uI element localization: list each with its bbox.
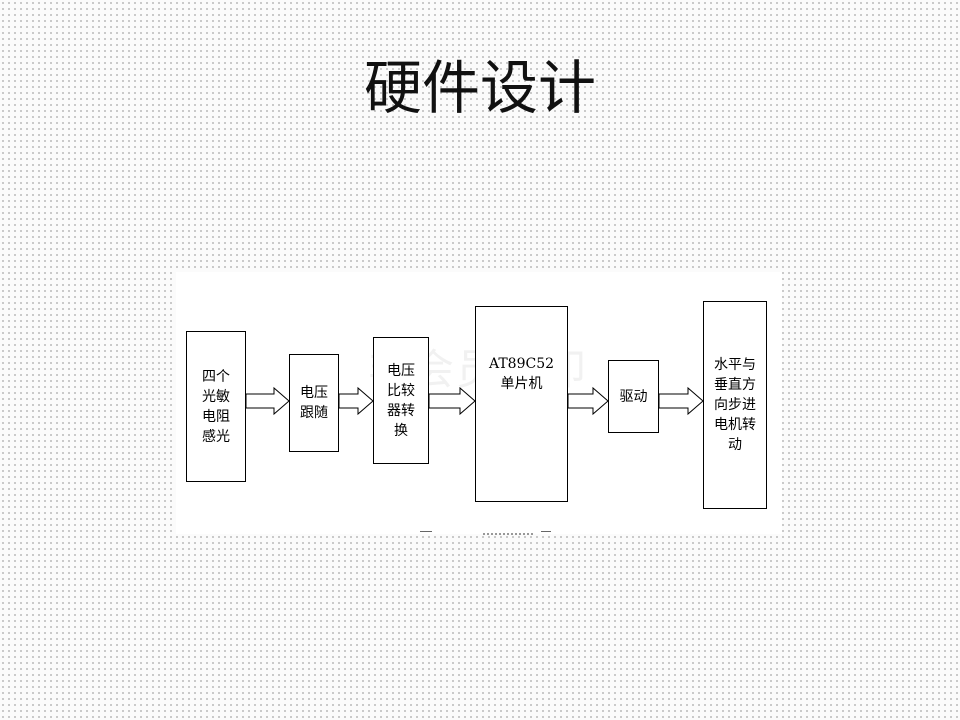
voltage-follower-label: 电压 跟随	[300, 385, 328, 421]
comparator-label: 电压 比较 器转 换	[387, 362, 415, 439]
driver-block: 驱动	[608, 360, 659, 433]
arrow-mcu-to-driver	[567, 386, 609, 416]
mcu-label: AT89C52 单片机	[488, 356, 555, 392]
slide-title: 硬件设计	[363, 54, 596, 122]
arrow-sensor-to-follower	[245, 386, 290, 416]
caption-rule-left	[420, 531, 432, 538]
driver-label: 驱动	[619, 388, 648, 405]
caption-dots	[482, 532, 534, 536]
photoresistor-label: 四个 光敏 电阻 感光	[202, 368, 230, 445]
caption-rule-right	[541, 531, 551, 538]
arrow-comparator-to-mcu	[428, 386, 476, 416]
voltage-follower-block: 电压 跟随	[289, 354, 339, 452]
stepper-motor-label: 水平与 垂直方 向步进 电机转 动	[714, 357, 756, 453]
mcu-block: AT89C52 单片机	[475, 306, 568, 502]
arrow-driver-to-motor	[658, 386, 704, 416]
stepper-motor-block: 水平与 垂直方 向步进 电机转 动	[703, 301, 767, 509]
comparator-block: 电压 比较 器转 换	[373, 337, 429, 464]
arrow-follower-to-comparator	[338, 386, 374, 416]
